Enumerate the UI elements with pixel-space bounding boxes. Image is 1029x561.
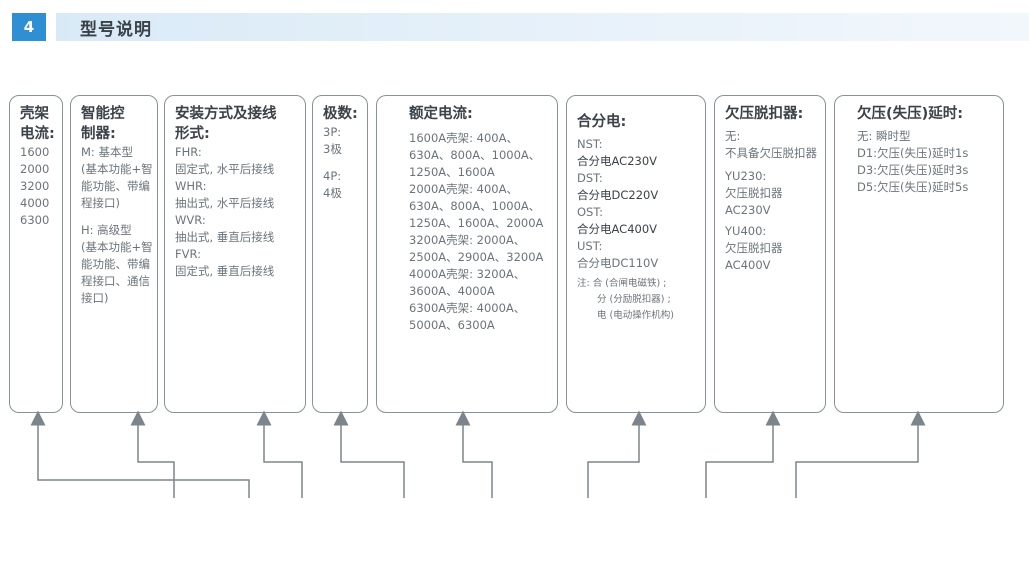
note-line: 分 (分励脱扣器) ; (597, 294, 671, 305)
box-line: 能功能、带编 (81, 257, 150, 271)
connector-rated-current (455, 410, 493, 498)
box-line: D1:欠压(失压)延时1s (857, 146, 969, 160)
box-line: 合分电DC220V (577, 188, 659, 202)
box-line: 630A、800A、1000A、 (409, 199, 541, 213)
connector-shell (30, 410, 250, 498)
box-line: 1600A壳架: 400A、 (409, 131, 518, 145)
box-line: 接口) (81, 291, 109, 305)
box-line: 抽出式, 水平后接线 (175, 196, 275, 210)
box-line: 3P: (323, 125, 342, 139)
header-strip (56, 13, 1029, 41)
box-line: 6300 (20, 213, 50, 227)
box-line: 抽出式, 垂直后接线 (175, 230, 275, 244)
box-line: 合分电AC400V (577, 222, 658, 236)
box-line: 5000A、6300A (409, 318, 495, 332)
box-line: 欠压脱扣器 (725, 241, 783, 255)
box-line: 4P: (323, 169, 342, 183)
box-line: AC230V (725, 203, 771, 217)
box-line: 630A、800A、1000A、 (409, 148, 541, 162)
box-line: M: 基本型 (81, 145, 133, 159)
box-title: 额定电流: (409, 106, 473, 122)
box-closing-opening: 合分电: NST: 合分电AC230V DST: 合分电DC220V OST: … (566, 95, 706, 413)
connector-poles (333, 410, 405, 498)
box-line: 3200A壳架: 2000A、 (409, 233, 526, 247)
box-title: 合分电: (577, 114, 627, 130)
box-title: 形式: (175, 126, 210, 142)
box-line: 2000 (20, 162, 50, 176)
section-title: 型号说明 (80, 20, 152, 40)
box-line: YU230: (725, 169, 767, 183)
box-line: 固定式, 垂直后接线 (175, 264, 275, 278)
box-line: AC400V (725, 258, 771, 272)
box-line: 能功能、带编 (81, 179, 150, 193)
box-poles: 极数: 3P: 3极 4P: 4极 (312, 95, 368, 413)
box-line: FHR: (175, 145, 202, 159)
box-installation: 安装方式及接线 形式: FHR: 固定式, 水平后接线 WHR: 抽出式, 水平… (164, 95, 306, 413)
box-line: 不具备欠压脱扣器 (725, 146, 817, 160)
box-line: D3:欠压(失压)延时3s (857, 163, 969, 177)
box-line: 合分电AC230V (577, 154, 658, 168)
box-line: 4极 (323, 186, 342, 200)
box-title: 壳架 (20, 106, 49, 122)
box-line: WVR: (175, 213, 206, 227)
connector-closing-opening (587, 410, 647, 498)
connector-installation (256, 410, 303, 498)
box-line: 1250A、1600A (409, 165, 495, 179)
box-rated-current: 额定电流: 1600A壳架: 400A、 630A、800A、1000A、 12… (376, 95, 558, 413)
box-line: (基本功能+智 (81, 240, 153, 254)
box-line: UST: (577, 239, 603, 253)
note-line: 电 (电动操作机构) (597, 310, 674, 321)
box-line: H: 高级型 (81, 223, 132, 237)
box-line: OST: (577, 205, 603, 219)
box-line: 3200 (20, 179, 50, 193)
box-line: 程接口、通信 (81, 274, 150, 288)
box-line: (基本功能+智 (81, 162, 153, 176)
connector-undervoltage-delay (795, 410, 926, 498)
box-line: 程接口) (81, 196, 120, 210)
box-line: 合分电DC110V (577, 256, 659, 270)
box-undervoltage-delay: 欠压(失压)延时: 无: 瞬时型 D1:欠压(失压)延时1s D3:欠压(失压)… (834, 95, 1004, 413)
box-title: 欠压(失压)延时: (857, 106, 964, 122)
box-line: WHR: (175, 179, 207, 193)
box-line: 1250A、1600A、2000A (409, 216, 544, 230)
box-line: YU400: (725, 224, 767, 238)
box-title: 欠压脱扣器: (725, 106, 804, 122)
section-number: 4 (12, 13, 46, 41)
box-line: 2500A、2900A、3200A (409, 250, 544, 264)
box-line: 无: (725, 129, 741, 143)
box-line: 6300A壳架: 4000A、 (409, 301, 526, 315)
box-shell-current: 壳架 电流: 1600 2000 3200 4000 6300 (9, 95, 63, 413)
box-line: 4000A壳架: 3200A、 (409, 267, 526, 281)
box-title: 电流: (20, 126, 55, 142)
box-line: 2000A壳架: 400A、 (409, 182, 518, 196)
note-line: 注: 合 (合闸电磁铁) ; (577, 278, 667, 289)
box-line: 固定式, 水平后接线 (175, 162, 275, 176)
box-line: DST: (577, 171, 603, 185)
box-controller: 智能控 制器: M: 基本型 (基本功能+智 能功能、带编 程接口) H: 高级… (70, 95, 158, 413)
box-title: 极数: (323, 106, 358, 122)
box-title: 安装方式及接线 (175, 106, 277, 122)
box-undervoltage-release: 欠压脱扣器: 无: 不具备欠压脱扣器 YU230: 欠压脱扣器 AC230V Y… (714, 95, 826, 413)
box-line: 1600 (20, 145, 50, 159)
box-line: NST: (577, 137, 603, 151)
connector-controller (130, 410, 175, 498)
box-line: 3600A、4000A (409, 284, 495, 298)
header-bar: 4 型号说明 (0, 6, 1029, 41)
box-line: 无: 瞬时型 (857, 129, 911, 143)
box-title: 制器: (81, 126, 116, 142)
box-line: 欠压脱扣器 (725, 186, 783, 200)
box-line: D5:欠压(失压)延时5s (857, 180, 969, 194)
box-line: FVR: (175, 247, 201, 261)
box-line: 3极 (323, 142, 342, 156)
box-line: 4000 (20, 196, 50, 210)
connector-undervoltage-release (705, 410, 781, 498)
box-title: 智能控 (81, 106, 125, 122)
